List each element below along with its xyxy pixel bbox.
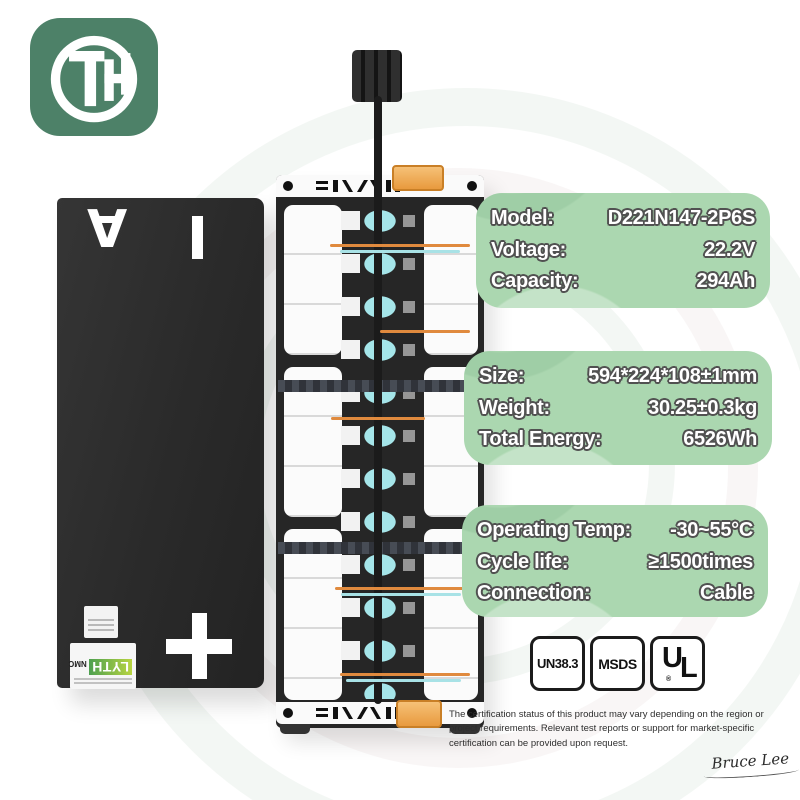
spec-value: 30.25±0.3kg (648, 396, 757, 419)
orange-connector-top (392, 165, 444, 191)
spec-value: ≥1500times (648, 550, 753, 573)
spec-row: Operating Temp: -30~55°C (477, 515, 753, 547)
cell-group (284, 367, 342, 517)
label-line (88, 619, 114, 621)
registered-mark: ® (666, 676, 672, 683)
spec-banner-operation: Operating Temp: -30~55°C Cycle life: ≥15… (462, 505, 768, 617)
spec-value: D221N147-2P6S (607, 207, 756, 230)
brand-logo (30, 18, 158, 136)
un38-badge: UN38.3 (530, 636, 585, 691)
spec-label: Weight: (479, 396, 550, 419)
ul-letter-l: L (680, 652, 698, 684)
cell-group (424, 529, 478, 700)
th-monogram-icon (50, 35, 138, 123)
pack-brand-label: LYTH NMC (68, 643, 136, 689)
spec-value: Cable (700, 582, 753, 605)
bolt-icon (467, 181, 477, 191)
spec-label: Total Energy: (479, 428, 602, 451)
spec-banner-physical: Size: 594*224*108±1mm Weight: 30.25±0.3k… (464, 351, 772, 465)
spec-row: Total Energy: 6526Wh (479, 424, 757, 456)
cell-tab-link (341, 593, 461, 596)
chemistry-text: NMC (68, 658, 87, 668)
signature: Bruce Lee (702, 749, 799, 781)
busbar-link (380, 330, 470, 333)
busbar-link (340, 673, 470, 676)
cell-tab-link (346, 679, 461, 682)
spec-label: Model: (491, 207, 554, 230)
certification-badges: UN38.3 MSDS U L ® (530, 636, 705, 691)
cable-connector-plug (352, 50, 402, 102)
spec-row: Connection: Cable (477, 578, 753, 610)
cell-vent-row-right (403, 215, 415, 677)
spec-row: Weight: 30.25±0.3kg (479, 393, 757, 425)
certification-disclaimer: The certification status of this product… (449, 708, 764, 749)
cell-group (284, 205, 342, 355)
spec-label: Size: (479, 365, 525, 388)
spec-row: Capacity: 294Ah (491, 266, 755, 298)
module-foot (280, 724, 310, 734)
spec-value: 294Ah (696, 270, 755, 293)
label-line (74, 678, 132, 680)
spec-row: Model: D221N147-2P6S (491, 203, 755, 235)
bolt-icon (283, 181, 293, 191)
bolt-icon (467, 708, 477, 718)
orange-connector-bottom (396, 700, 442, 728)
cell-tab-link (340, 250, 460, 253)
cell-vent-row-left (341, 211, 360, 679)
pack-top-marking: ∀ (87, 200, 128, 260)
label-line (88, 629, 114, 631)
label-line (88, 624, 114, 626)
minus-terminal-mark (192, 216, 203, 259)
busbar-link (331, 417, 425, 420)
plus-terminal-mark (192, 613, 207, 679)
spec-label: Capacity: (491, 270, 579, 293)
spec-label: Cycle life: (477, 550, 569, 573)
busbar-link (330, 244, 470, 247)
spec-label: Connection: (477, 582, 591, 605)
pack-small-label (84, 606, 118, 638)
module-foot (450, 724, 480, 734)
msds-badge: MSDS (590, 636, 645, 691)
cell-column-right (424, 205, 478, 712)
spec-row: Size: 594*224*108±1mm (479, 361, 757, 393)
spec-value: 6526Wh (683, 428, 757, 451)
spec-label: Operating Temp: (477, 519, 632, 542)
spec-value: -30~55°C (670, 519, 753, 542)
cell-column-left (284, 205, 342, 712)
ul-badge: U L ® (650, 636, 705, 691)
spec-banner-model: Model: D221N147-2P6S Voltage: 22.2V Capa… (476, 193, 770, 308)
bolt-icon (283, 708, 293, 718)
brand-text: LYTH (88, 658, 132, 675)
spec-value: 594*224*108±1mm (588, 365, 757, 388)
label-line (74, 682, 132, 684)
cell-group (284, 529, 342, 700)
spec-row: Voltage: 22.2V (491, 235, 755, 267)
cell-group (424, 367, 478, 517)
battery-pack: ∀ LYTH NMC (57, 198, 264, 689)
ul-letter-u: U (662, 642, 683, 674)
busbar-link (335, 587, 470, 590)
spec-label: Voltage: (491, 238, 567, 261)
power-cable (374, 96, 382, 704)
spec-row: Cycle life: ≥1500times (477, 547, 753, 579)
spec-value: 22.2V (704, 238, 755, 261)
